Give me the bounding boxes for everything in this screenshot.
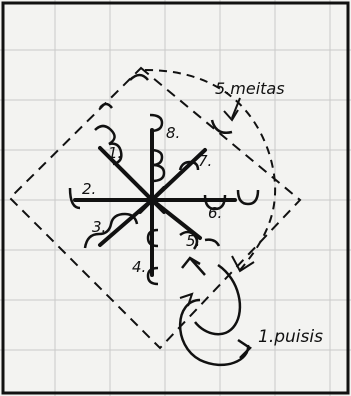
label-2: 2. [82, 180, 96, 198]
label-puisis: 1.puisis [258, 327, 323, 347]
upward-arrow [182, 258, 205, 275]
label-1: 1. [108, 144, 122, 162]
hooks [70, 75, 258, 284]
rotation-circle [180, 300, 248, 365]
label-6: 6. [208, 204, 222, 222]
label-meitas: 5.meitas [215, 79, 285, 98]
label-5: 5. [186, 232, 200, 250]
meitas-arrow-head [224, 110, 238, 120]
label-8: 8. [166, 124, 180, 142]
label-7: 7. [198, 152, 212, 170]
dashed-diamond [10, 68, 300, 348]
label-4: 4. [132, 258, 146, 276]
label-3: 3. [92, 218, 106, 236]
rotation-arrow-head [238, 340, 250, 358]
